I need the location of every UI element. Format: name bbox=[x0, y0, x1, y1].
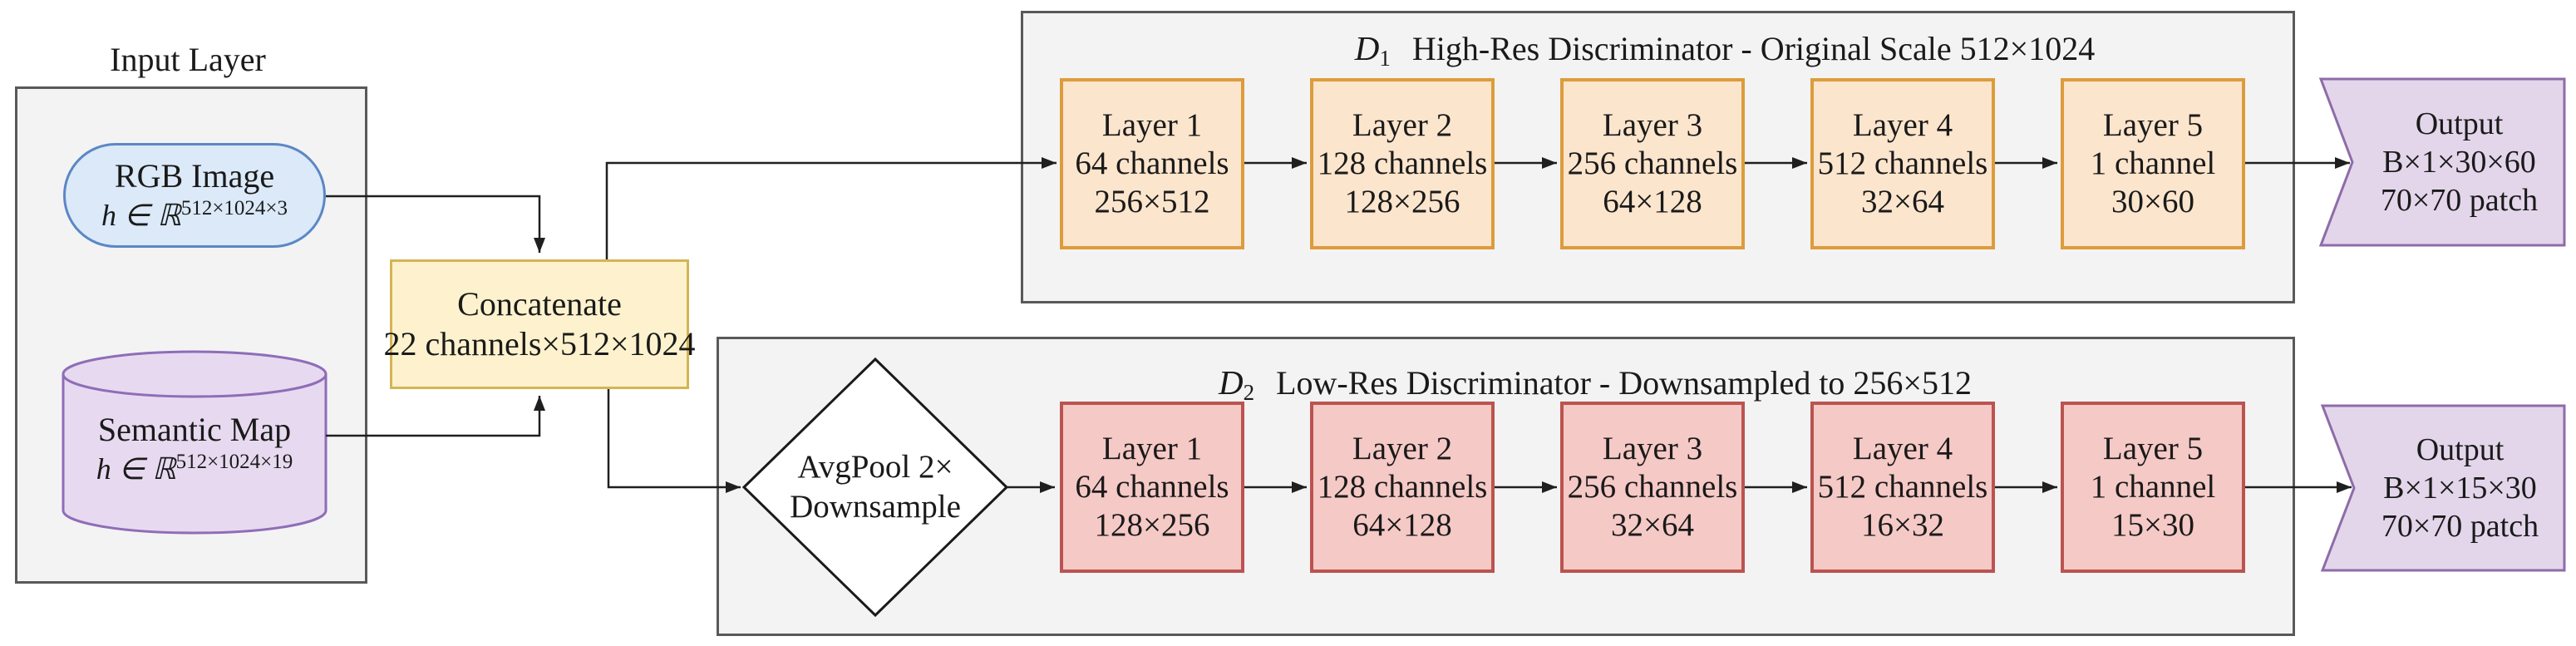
d2-symbol: D bbox=[1219, 363, 1244, 402]
layer-name: Layer 5 bbox=[2102, 107, 2204, 143]
semantic-map-shape-math: h ∈ ℝ512×1024×19 bbox=[96, 451, 293, 486]
d2-layer-1-box bbox=[1060, 402, 1244, 573]
output-patch: 70×70 patch bbox=[2381, 509, 2539, 544]
d1-layer-4-text: Layer 4 512 channels 32×64 bbox=[1810, 78, 1995, 249]
d1-title-text: High-Res Discriminator - Original Scale … bbox=[1411, 30, 2096, 67]
d1-layer-3-box bbox=[1560, 78, 1745, 249]
layer-channels: 256 channels bbox=[1567, 145, 1738, 181]
layer-size: 256×512 bbox=[1094, 184, 1210, 219]
layer-name: Layer 4 bbox=[1852, 107, 1953, 143]
layer-size: 64×128 bbox=[1603, 184, 1702, 219]
layer-channels: 64 channels bbox=[1075, 469, 1229, 505]
connector-semantic-to-concat bbox=[326, 396, 545, 437]
layer-name: Layer 2 bbox=[1352, 431, 1453, 466]
d2-layer-2-text: Layer 2 128 channels 64×128 bbox=[1310, 402, 1495, 573]
rgb-image-label: RGB Image bbox=[114, 157, 275, 195]
d2-layer-3-box bbox=[1560, 402, 1745, 573]
layer-name: Layer 2 bbox=[1352, 107, 1453, 143]
layer-size: 128×256 bbox=[1344, 184, 1460, 219]
layer-channels: 512 channels bbox=[1817, 469, 1988, 505]
rgb-image-shape-math: h ∈ ℝ512×1024×3 bbox=[101, 197, 288, 232]
d1-layer-1-text: Layer 1 64 channels 256×512 bbox=[1060, 78, 1244, 249]
layer-channels: 64 channels bbox=[1075, 145, 1229, 181]
d2-layer-4-text: Layer 4 512 channels 16×32 bbox=[1810, 402, 1995, 573]
d1-output-banner bbox=[2318, 77, 2566, 247]
d2-output-text: Output B×1×15×30 70×70 patch bbox=[2356, 416, 2564, 560]
d2-layer-5-text: Layer 5 1 channel 15×30 bbox=[2061, 402, 2245, 573]
layer-name: Layer 4 bbox=[1852, 431, 1953, 466]
layer-size: 30×60 bbox=[2111, 184, 2194, 219]
concatenate-text: Concatenate 22 channels×512×1024 bbox=[383, 259, 695, 389]
layer-channels: 1 channel bbox=[2090, 469, 2216, 505]
layer-size: 15×30 bbox=[2111, 507, 2194, 543]
output-label: Output bbox=[2416, 432, 2505, 467]
semantic-map-text: Semantic Map h ∈ ℝ512×1024×19 bbox=[63, 382, 326, 515]
d1-layer-5-text: Layer 5 1 channel 30×60 bbox=[2061, 78, 2245, 249]
d1-layer-5-box bbox=[2061, 78, 2245, 249]
avgpool-line2: Downsample bbox=[790, 489, 961, 525]
d2-layer-2-box bbox=[1310, 402, 1495, 573]
layer-size: 16×32 bbox=[1861, 507, 1944, 543]
d1-title: D1 High-Res Discriminator - Original Scal… bbox=[1351, 28, 2099, 72]
layer-channels: 1 channel bbox=[2090, 145, 2216, 181]
d1-layer-3-text: Layer 3 256 channels 64×128 bbox=[1560, 78, 1745, 249]
layer-name: Layer 5 bbox=[2102, 431, 2204, 466]
d2-symbol-sub: 2 bbox=[1243, 380, 1255, 405]
concatenate-label: Concatenate bbox=[457, 285, 622, 323]
avgpool-text: AvgPool 2× Downsample bbox=[776, 447, 975, 527]
semantic-map-label: Semantic Map bbox=[97, 411, 292, 448]
d1-layer-4-box bbox=[1810, 78, 1995, 249]
d2-layer-3-text: Layer 3 256 channels 32×64 bbox=[1560, 402, 1745, 573]
concatenate-shape: 22 channels×512×1024 bbox=[383, 325, 696, 362]
input-layer-title: Input Layer bbox=[110, 41, 266, 78]
layer-name: Layer 3 bbox=[1602, 107, 1703, 143]
layer-channels: 128 channels bbox=[1317, 469, 1488, 505]
d1-layer-1-box bbox=[1060, 78, 1244, 249]
layer-channels: 512 channels bbox=[1817, 145, 1988, 181]
layer-channels: 256 channels bbox=[1567, 469, 1738, 505]
d1-layer-2-box bbox=[1310, 78, 1495, 249]
d2-layer-4-box bbox=[1810, 402, 1995, 573]
output-patch: 70×70 patch bbox=[2380, 183, 2539, 218]
layer-size: 64×128 bbox=[1352, 507, 1452, 543]
d1-symbol-sub: 1 bbox=[1379, 46, 1391, 71]
d2-title: D2 Low-Res Discriminator - Downsampled to… bbox=[1219, 362, 1972, 406]
output-shape: B×1×30×60 bbox=[2382, 145, 2536, 180]
d2-layer-1-text: Layer 1 64 channels 128×256 bbox=[1060, 402, 1244, 573]
layer-channels: 128 channels bbox=[1317, 145, 1488, 181]
output-label: Output bbox=[2415, 106, 2504, 141]
d2-output-banner bbox=[2320, 404, 2566, 572]
connector-rgb-to-concat bbox=[326, 195, 545, 253]
rgb-image-text: RGB Image h ∈ ℝ512×1024×3 bbox=[63, 145, 326, 246]
d1-layer-2-text: Layer 2 128 channels 128×256 bbox=[1310, 78, 1495, 249]
d1-output-text: Output B×1×30×60 70×70 patch bbox=[2354, 90, 2564, 234]
layer-size: 128×256 bbox=[1094, 507, 1210, 543]
d2-title-text: Low-Res Discriminator - Downsampled to 2… bbox=[1276, 364, 1972, 402]
output-shape: B×1×15×30 bbox=[2383, 471, 2537, 505]
rgb-image-node bbox=[63, 143, 326, 248]
connector-concat-to-d1 bbox=[605, 157, 1057, 259]
layer-name: Layer 1 bbox=[1101, 107, 1203, 143]
layer-size: 32×64 bbox=[1611, 507, 1694, 543]
connector-concat-to-avgpool bbox=[607, 389, 741, 493]
layer-size: 32×64 bbox=[1861, 184, 1944, 219]
d2-layer-5-box bbox=[2061, 402, 2245, 573]
d1-symbol: D bbox=[1354, 29, 1380, 67]
layer-name: Layer 3 bbox=[1602, 431, 1703, 466]
layer-name: Layer 1 bbox=[1101, 431, 1203, 466]
semantic-map-cylinder bbox=[62, 350, 328, 535]
concatenate-node bbox=[390, 259, 689, 389]
avgpool-line1: AvgPool 2× bbox=[797, 449, 953, 485]
